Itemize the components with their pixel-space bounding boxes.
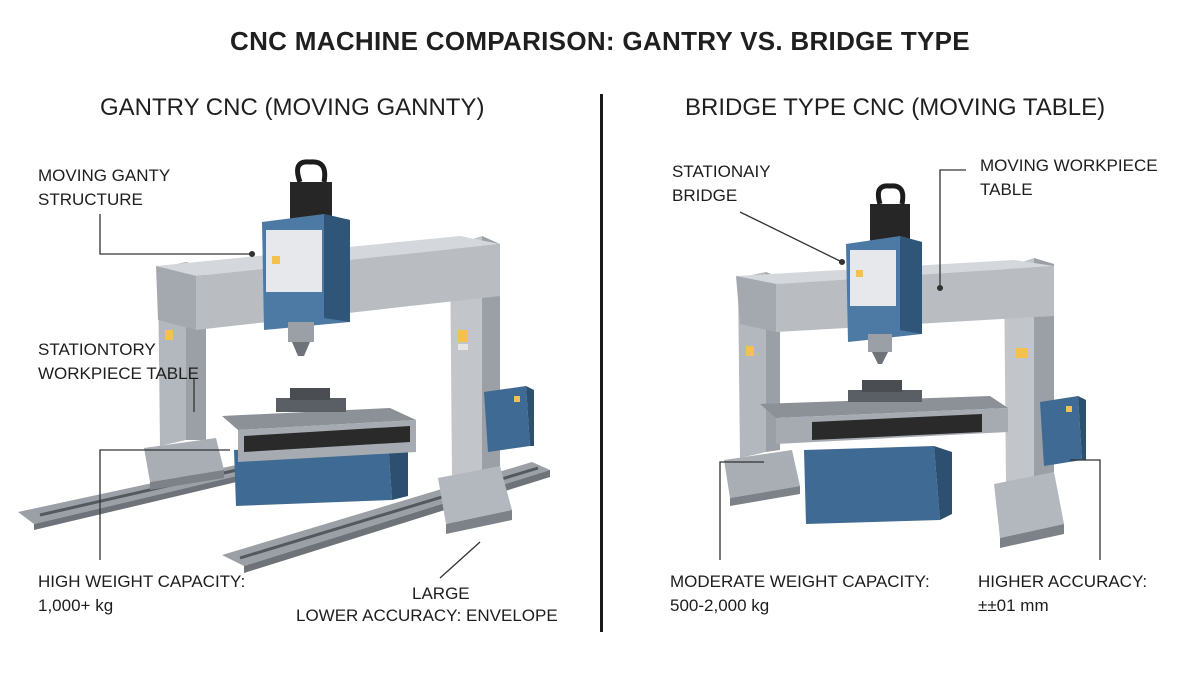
bridge-machine [724,183,1086,548]
callout-high-weight-capacity: HIGH WEIGHT CAPACITY: 1,000+ kg [38,572,246,615]
leader-weight-right [719,461,764,560]
page-title: CNC MACHINE COMPARISON: GANTRY VS. BRIDG… [230,26,970,56]
gantry-machine [18,159,550,573]
leader-moving-table [939,169,966,288]
callout-lower-accuracy-envelope: LOWER ACCURACY: ENVELOPE [296,606,558,625]
right-panel-title: BRIDGE TYPE CNC (MOVING TABLE) [685,94,1106,121]
leader-stationary-bridge [739,211,843,263]
callout-moving-workpiece-table: MOVING WORKPIECE TABLE [980,156,1158,199]
panel-divider [600,94,603,632]
callout-higher-accuracy: HIGHER ACCURACY: ±±01 mm [978,572,1148,615]
bridge-spindle-head [846,183,922,364]
callout-large: LARGE [412,584,470,603]
leader-large [439,541,481,579]
callout-stationary-workpiece-table: STATIONTORY WORKPIECE TABLE [38,340,199,383]
leader-accuracy-right [1070,459,1101,560]
left-panel-title: GANTRY CNC (MOVING GANNTY) [100,94,485,121]
bridge-control-box [1040,396,1086,466]
gantry-control-box [484,386,534,452]
callout-moderate-weight-capacity: MODERATE WEIGHT CAPACITY: 500-2,000 kg [670,572,930,615]
bridge-moving-table [760,380,1008,524]
callout-moving-gantry-structure: MOVING GANTY STRUCTURE [38,166,171,209]
leader-moving-gantry [99,214,252,255]
callout-stationary-bridge: STATIONAIY BRIDGE [672,162,771,205]
leader-weight-left [99,449,230,560]
leader-lines [99,169,1101,579]
gantry-workpiece-table [222,388,416,506]
gantry-spindle-head [262,159,350,356]
